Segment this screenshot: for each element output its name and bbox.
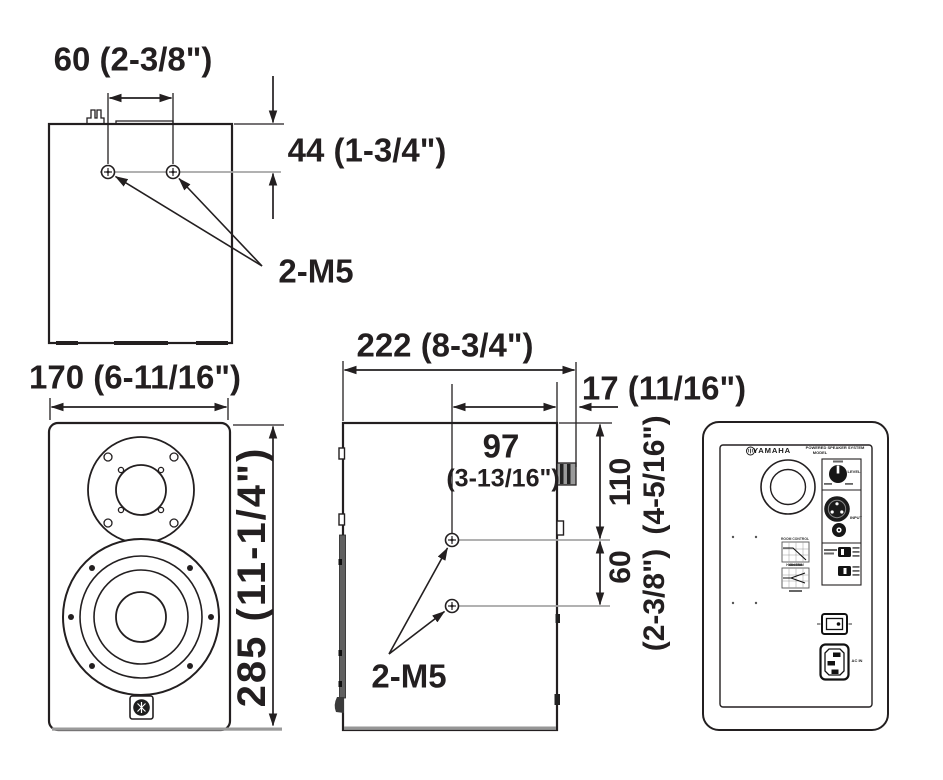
woofer-icon — [62, 538, 220, 696]
side-110-label: 110 — [604, 457, 637, 507]
power-switch-icon — [817, 613, 852, 635]
rear-header-line1: POWERED SPEAKER SYSTEM — [805, 445, 865, 450]
front-foot — [334, 697, 344, 713]
side-60-inch-label: (2-3/8") — [638, 548, 671, 652]
rear-input-label: INPUT — [850, 515, 862, 520]
phone-jack-icon — [832, 523, 846, 537]
front-width-label: 170 (6-11/16") — [29, 358, 241, 396]
room-control-graph-icon — [781, 541, 810, 566]
rear-connector-protrusion — [556, 462, 577, 486]
side-60-label: 60 — [604, 550, 637, 584]
rear-brand-label: YAMAHA — [753, 446, 791, 455]
rear-level-label: LEVEL — [847, 469, 861, 474]
front-view — [47, 398, 284, 732]
yamaha-badge-icon — [129, 695, 154, 720]
side-view — [334, 361, 618, 732]
high-trim-graph-icon — [781, 567, 810, 592]
yamaha-logo-icon — [746, 446, 755, 456]
top-screw-leader-1 — [114, 175, 263, 267]
side-depth-label: 222 (8-3/4") — [356, 326, 534, 364]
side-screw-hole-icon — [444, 532, 460, 548]
top-view — [47, 76, 284, 345]
side-97-inch-label: (3-13/16") — [446, 464, 560, 493]
side-connector-label: 17 (11/16") — [581, 369, 747, 407]
side-screw-hole-icon — [444, 598, 460, 614]
rear-switch-protrusion — [556, 520, 565, 536]
level-knob-icon — [824, 460, 853, 485]
xlr-connector-icon — [824, 496, 850, 522]
rear-ac-in-label: AC IN — [851, 658, 863, 663]
top-height-label: 44 (1-3/4") — [287, 131, 447, 169]
side-screw-label: 2-M5 — [371, 657, 447, 695]
side-screw-leader-2 — [388, 610, 446, 655]
baffle-bump — [338, 513, 346, 526]
room-control-switch-icon — [824, 547, 860, 557]
front-height-label: 285 (11-1/4") — [230, 446, 274, 708]
side-screw-leader-1 — [388, 547, 449, 655]
ac-inlet-icon — [819, 643, 850, 681]
side-110-inch-label: (4-5/16") — [638, 415, 671, 535]
bass-port-icon — [760, 459, 816, 515]
front-bottom-edge — [52, 727, 282, 731]
rear-high-trim-label: HIGH TRIM — [786, 562, 804, 567]
top-width-label: 60 (2-3/8") — [53, 40, 213, 78]
top-connector-bump — [86, 109, 105, 124]
top-screw-hole-icon — [100, 164, 116, 180]
rear-room-control-label: ROOM CONTROL — [780, 536, 810, 541]
top-screw-hole-icon — [165, 164, 181, 180]
side-97-label: 97 — [482, 427, 520, 465]
tweeter-icon — [87, 436, 195, 544]
high-trim-switch-icon — [838, 566, 860, 576]
baffle-bump — [338, 447, 346, 460]
rear-header-line2: MODEL — [812, 450, 828, 455]
top-screw-label: 2-M5 — [278, 252, 354, 290]
rear-view — [702, 421, 889, 731]
control-panel-box — [821, 458, 862, 586]
top-screw-leader-2 — [178, 177, 263, 267]
